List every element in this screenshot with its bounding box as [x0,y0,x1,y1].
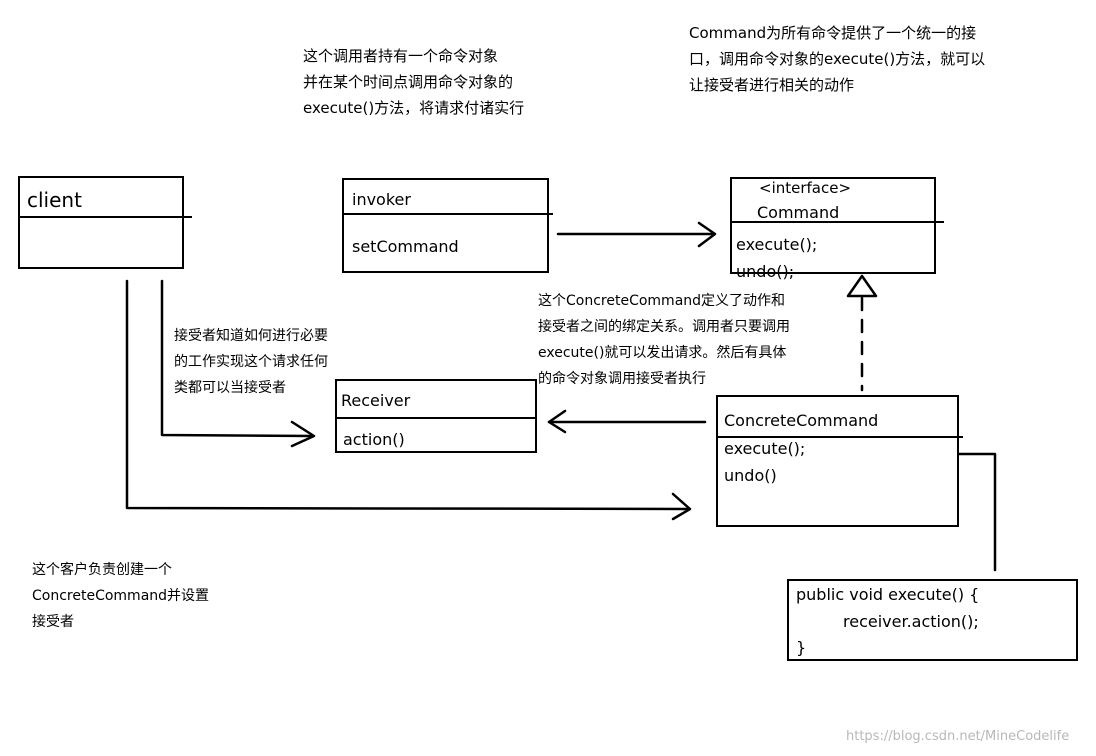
code-line-signature: public void execute() { [796,585,980,604]
command-note: Command为所有命令提供了一个统一的接 口，调用命令对象的execute()… [689,20,985,98]
code-line-body: receiver.action(); [843,612,979,631]
note-line: 接受者 [32,614,74,630]
client-to-concrete-line [125,279,691,511]
note-line: 的命令对象调用接受者执行 [538,371,706,387]
note-line: 接受者知道如何进行必要 [174,328,328,344]
concrete-to-receiver-arrow-head [547,409,567,434]
code-line-close: } [796,638,807,657]
note-line: 这个调用者持有一个命令对象 [303,47,499,65]
invoker-to-command-arrow-head [697,221,717,248]
command-divider [730,221,944,223]
client-divider [18,216,192,218]
note-line: 这个ConcreteCommand定义了动作和 [538,293,786,309]
invoker-note: 这个调用者持有一个命令对象 并在某个时间点调用命令对象的 execute()方法… [303,43,524,121]
invoker-title: invoker [352,190,411,209]
command-stereotype: <interface> [759,179,852,197]
client-to-receiver-line [160,279,315,438]
receiver-divider [335,417,537,419]
client-to-concrete-arrow-head [671,492,692,521]
invoker-box: invoker setCommand [342,178,553,273]
note-line: execute()方法，将请求付诸实行 [303,99,525,117]
note-line: 并在某个时间点调用命令对象的 [303,73,514,91]
concrete-command-note: 这个ConcreteCommand定义了动作和 接受者之间的绑定关系。调用者只要… [538,288,790,392]
receiver-title: Receiver [341,391,411,410]
command-title: Command [757,203,840,222]
receiver-note: 接受者知道如何进行必要 的工作实现这个请求任何 类都可以当接受者 [174,323,328,401]
client-title: client [27,188,82,212]
invoker-method: setCommand [352,237,459,256]
concrete-command-divider [716,436,963,438]
note-line: execute()就可以发出请求。然后有具体 [538,345,787,361]
concrete-command-title: ConcreteCommand [724,411,879,430]
note-line: 这个客户负责创建一个 [32,562,172,578]
note-line: Command为所有命令提供了一个统一的接 [689,24,977,42]
note-line: 让接受者进行相关的动作 [689,76,855,94]
receiver-method: action() [343,430,405,449]
note-line: 的工作实现这个请求任何 [174,354,328,370]
execute-code-box: public void execute() { receiver.action(… [787,579,1078,661]
watermark-text: https://blog.csdn.net/MineCodelife [846,729,1070,744]
client-note: 这个客户负责创建一个 ConcreteCommand并设置 接受者 [32,557,209,635]
note-line: 接受者之间的绑定关系。调用者只要调用 [538,319,790,335]
command-box: <interface> Command execute(); undo(); [730,177,944,281]
receiver-box: Receiver action() [335,379,537,453]
implements-triangle [846,274,878,298]
client-to-receiver-arrow-head [290,420,316,448]
concrete-method-execute: execute(); [724,439,806,458]
note-line: 类都可以当接受者 [174,380,286,396]
client-box: client [18,176,192,269]
concrete-method-undo: undo() [724,466,777,485]
concrete-command-box: ConcreteCommand execute(); undo() [716,395,963,527]
note-line: 口，调用命令对象的execute()方法，就可以 [689,50,986,68]
invoker-divider [342,213,553,215]
note-line: ConcreteCommand并设置 [32,588,210,604]
command-method-execute: execute(); [736,235,818,254]
command-method-undo: undo(); [736,262,795,281]
